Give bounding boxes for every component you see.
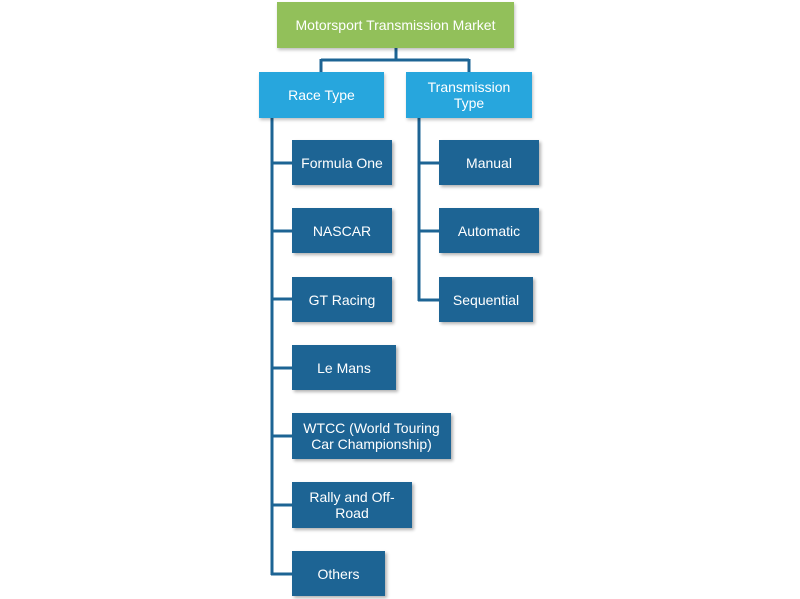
leaf-gt-racing: GT Racing <box>292 277 392 322</box>
leaf-label: Rally and Off-Road <box>309 489 395 521</box>
leaf-rally-off-road: Rally and Off-Road <box>292 482 412 528</box>
leaf-label: Manual <box>466 154 512 171</box>
leaf-wtcc: WTCC (World Touring Car Championship) <box>292 413 451 459</box>
leaf-label: Sequential <box>452 291 520 308</box>
category-race-type: Race Type <box>259 72 384 118</box>
category-label: Race Type <box>288 87 355 103</box>
category-label: Transmission Type <box>427 79 511 111</box>
leaf-label: Le Mans <box>317 359 371 376</box>
root-node-label: Motorsport Transmission Market <box>295 17 496 33</box>
leaf-manual: Manual <box>439 140 539 185</box>
leaf-le-mans: Le Mans <box>292 345 396 390</box>
category-transmission-type: Transmission Type <box>406 72 532 118</box>
leaf-nascar: NASCAR <box>292 208 392 253</box>
leaf-label: WTCC (World Touring Car Championship) <box>303 420 440 452</box>
leaf-label: Automatic <box>457 222 521 239</box>
leaf-label: GT Racing <box>308 291 376 308</box>
leaf-label: NASCAR <box>312 222 372 239</box>
leaf-label: Formula One <box>301 154 383 171</box>
leaf-formula-one: Formula One <box>292 140 392 185</box>
leaf-label: Others <box>317 565 360 582</box>
leaf-automatic: Automatic <box>439 208 539 253</box>
leaf-others: Others <box>292 551 385 596</box>
leaf-sequential: Sequential <box>439 277 533 322</box>
root-node: Motorsport Transmission Market <box>277 2 514 48</box>
